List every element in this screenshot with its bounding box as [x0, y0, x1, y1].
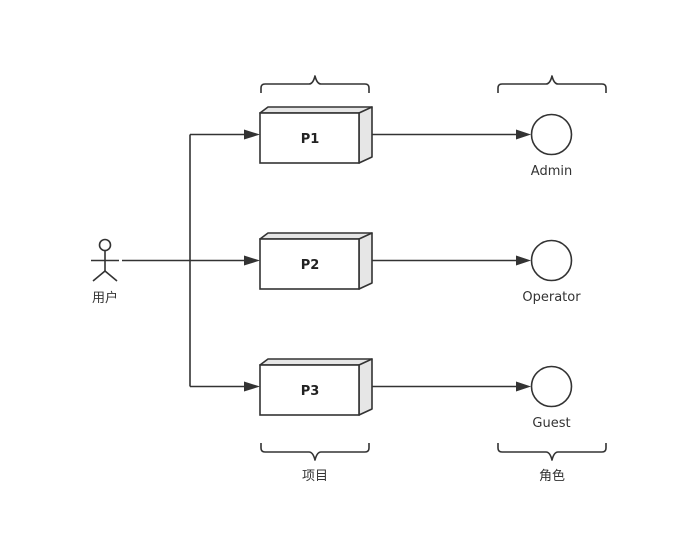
- arrowhead-guest: [516, 381, 531, 392]
- role-node-guest[interactable]: Guest: [530, 365, 573, 432]
- roles-group-label: 角色: [539, 468, 565, 484]
- arrowhead-p2: [244, 255, 260, 266]
- role-node-admin[interactable]: Admin: [530, 113, 573, 180]
- arrowhead-operator: [516, 255, 531, 266]
- top-brace-roles: [497, 75, 607, 93]
- actor-user[interactable]: 用户: [91, 238, 119, 307]
- role-label-operator: Operator: [522, 290, 581, 305]
- actor-connectors: [122, 129, 260, 392]
- arrowhead-admin: [516, 129, 531, 140]
- project-role-connectors: [372, 129, 531, 392]
- project-label-p1: P1: [301, 132, 320, 147]
- bottom-brace-roles: [497, 443, 607, 461]
- project-box-p3[interactable]: P3: [259, 358, 373, 416]
- actor-label: 用户: [92, 290, 118, 306]
- stick-figure-icon: [91, 238, 119, 282]
- role-label-admin: Admin: [531, 164, 572, 179]
- role-node-operator[interactable]: Operator: [522, 239, 581, 306]
- project-box-p2[interactable]: P2: [259, 232, 373, 290]
- arrowhead-p1: [244, 129, 260, 140]
- project-label-p2: P2: [301, 258, 320, 273]
- arrowhead-p3: [244, 381, 260, 392]
- role-label-guest: Guest: [532, 416, 570, 431]
- bottom-brace-projects: [260, 443, 370, 461]
- projects-group-label: 项目: [302, 469, 328, 484]
- project-box-p1[interactable]: P1: [259, 106, 373, 164]
- top-brace-projects: [260, 75, 370, 93]
- project-label-p3: P3: [301, 384, 320, 399]
